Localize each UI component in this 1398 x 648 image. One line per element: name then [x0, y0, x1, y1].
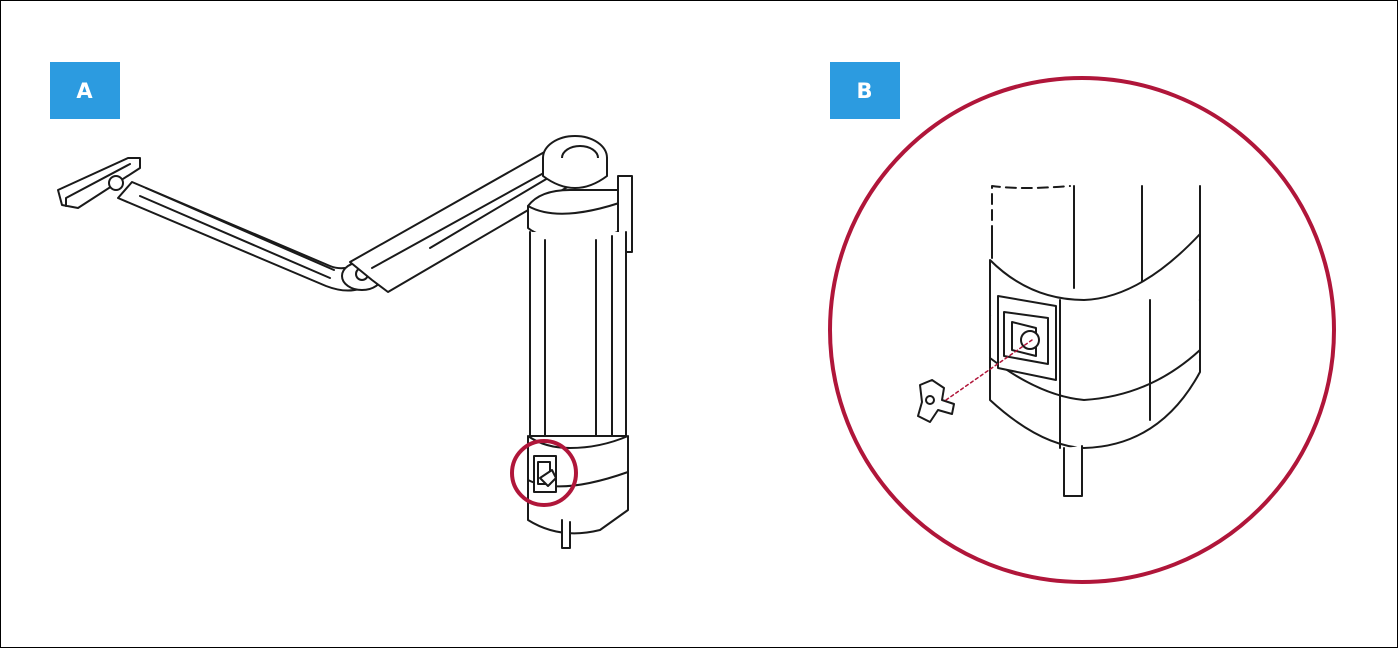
magnify-circle-icon: [510, 439, 578, 507]
door-closer-arm-icon: [57, 135, 608, 293]
closer-body-icon: [527, 175, 633, 549]
closer-detail: [989, 185, 1201, 497]
key-icon: [917, 379, 955, 423]
insertion-line: [945, 339, 1033, 401]
panel-b-label: B: [830, 62, 900, 119]
zoom-circle: [828, 76, 1336, 584]
panel-a-label: A: [50, 62, 120, 119]
